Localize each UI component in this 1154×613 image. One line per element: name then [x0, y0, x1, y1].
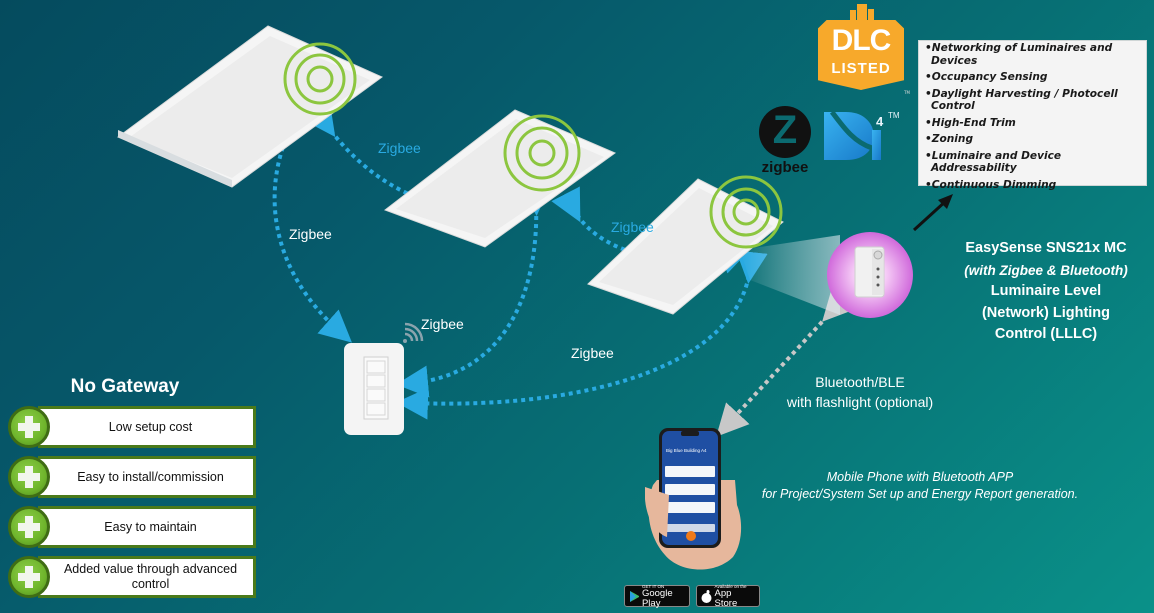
sensor-subtitle: (with Zigbee & Bluetooth) [964, 262, 1128, 278]
plus-icon [8, 406, 50, 448]
benefit-label: Easy to maintain [38, 506, 256, 548]
luminaire-3 [583, 174, 784, 323]
sensor-name: EasySense SNS21x MC [965, 240, 1127, 256]
zigbee-label-lum1-lum2: Zigbee [378, 140, 421, 156]
apple-icon [701, 589, 712, 603]
building-icon [850, 4, 874, 20]
feature-item: •Networking of Luminaires and Devices [925, 42, 1113, 67]
feature-list: •Networking of Luminaires and Devices •O… [918, 40, 1147, 191]
no-gateway-title: No Gateway [70, 376, 180, 397]
benefit-item: Easy to install/commission [8, 456, 256, 498]
zigbee-label-lum2-lum3: Zigbee [611, 219, 654, 235]
feature-item: •High-End Trim [925, 116, 1016, 129]
benefit-label: Added value through advanced control [38, 556, 256, 598]
zigbee-label-switch: Zigbee [421, 316, 464, 332]
sensor-line5: Control (LLLC) [994, 326, 1098, 342]
plus-icon [8, 556, 50, 598]
phone-in-hand: Big Blue Building A4 [644, 425, 745, 575]
benefit-item: Easy to maintain [8, 506, 256, 548]
dlc-listed-logo: DLC LISTED TM [814, 4, 910, 95]
d4i-logo: 4 TM [822, 108, 906, 164]
app-title: Big Blue Building A4 [666, 448, 707, 453]
luminaire-2 [380, 105, 620, 254]
feature-pointer-arrow [912, 198, 949, 232]
zigbee-label-lum1-switch: Zigbee [289, 226, 332, 242]
phone-description: Mobile Phone with Bluetooth APP for Proj… [761, 470, 1079, 501]
wireless-signal-icon [403, 322, 424, 343]
d4i-superscript: 4 [876, 114, 884, 129]
feature-item: •Continuous Dimming [925, 178, 1057, 191]
d4i-tm: TM [888, 111, 900, 120]
plus-icon [8, 456, 50, 498]
easysense-sensor [853, 245, 886, 300]
benefit-label: Low setup cost [38, 406, 256, 448]
sensor-line3: Luminaire Level [990, 283, 1102, 299]
ble-link-sensor-phone [716, 287, 856, 437]
sensor-line4: (Network) Lighting [981, 304, 1111, 321]
feature-item: •Daylight Harvesting / Photocell Control [925, 87, 1118, 113]
feature-item: •Occupancy Sensing [925, 71, 1048, 83]
google-play-icon [630, 590, 639, 602]
zigbee-link-lum3-switch [396, 250, 768, 420]
wall-switch [344, 343, 404, 435]
luminaire-1 [110, 22, 395, 196]
zigbee-logo: Z zigbee [756, 106, 814, 178]
feature-item: •Zoning [925, 133, 974, 145]
ble-label: Bluetooth/BLE with flashlight (optional) [786, 374, 934, 410]
plus-icon [8, 506, 50, 548]
benefit-item: Added value through advanced control [8, 556, 256, 598]
benefit-label: Easy to install/commission [38, 456, 256, 498]
sensor-description: EasySense SNS21x MC (with Zigbee & Bluet… [940, 238, 1152, 346]
app-store-badge[interactable]: Available on the App Store [696, 584, 760, 608]
feature-item: •Luminaire and Device Addressability [925, 149, 1062, 175]
google-play-badge[interactable]: GET IT ON Google Play [624, 584, 690, 608]
zigbee-label-lum3-switch: Zigbee [571, 345, 614, 361]
benefit-item: Low setup cost [8, 406, 256, 448]
